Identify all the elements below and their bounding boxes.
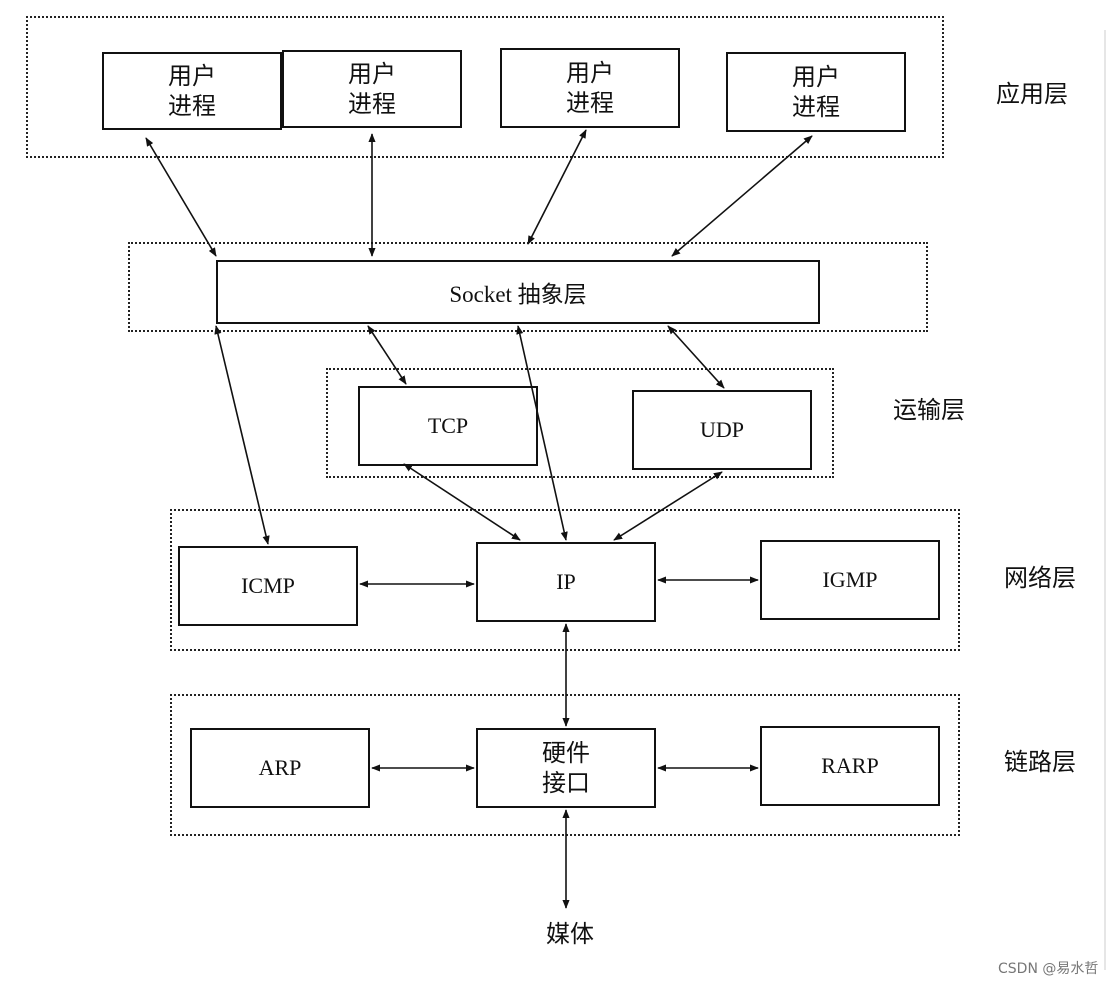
icmp-box: ICMP bbox=[178, 546, 358, 626]
arp-box: ARP bbox=[190, 728, 370, 808]
media-label: 媒体 bbox=[546, 920, 594, 948]
user-process-2: 用户 进程 bbox=[282, 50, 462, 128]
user-process-3-line1: 用户 bbox=[566, 59, 614, 87]
user-process-4: 用户 进程 bbox=[726, 52, 906, 132]
user-process-1-line1: 用户 bbox=[168, 62, 216, 90]
hardware-interface-line2: 接口 bbox=[542, 769, 590, 797]
arrow-process3-socket bbox=[527, 129, 587, 245]
user-process-3-line2: 进程 bbox=[566, 89, 614, 117]
arrow-socket-ip bbox=[516, 325, 568, 541]
application-layer-frame bbox=[26, 16, 944, 158]
rarp-box: RARP bbox=[760, 726, 940, 806]
arrow-socket-icmp bbox=[214, 325, 270, 545]
csdn-watermark: CSDN @易水哲 bbox=[998, 961, 1099, 977]
hardware-interface-line1: 硬件 bbox=[542, 739, 590, 767]
user-process-2-line2: 进程 bbox=[348, 90, 396, 118]
user-process-3: 用户 进程 bbox=[500, 48, 680, 128]
network-layer-label: 网络层 bbox=[1004, 564, 1076, 592]
transport-layer-frame bbox=[326, 368, 834, 478]
udp-box: UDP bbox=[632, 390, 812, 470]
ip-box: IP bbox=[476, 542, 656, 622]
arrow-udp-ip bbox=[613, 471, 723, 541]
application-layer-label: 应用层 bbox=[996, 80, 1068, 108]
arrow-process4-socket bbox=[671, 135, 813, 257]
socket-abstraction-box: Socket 抽象层 bbox=[216, 260, 820, 324]
arrow-socket-tcp bbox=[367, 325, 407, 385]
arrow-socket-udp bbox=[667, 325, 725, 389]
user-process-1: 用户 进程 bbox=[102, 52, 282, 130]
link-layer-label: 链路层 bbox=[1004, 748, 1076, 776]
right-edge-rule bbox=[1104, 30, 1106, 970]
arrow-process1-socket bbox=[145, 137, 217, 257]
user-process-4-line2: 进程 bbox=[792, 93, 840, 121]
igmp-box: IGMP bbox=[760, 540, 940, 620]
user-process-2-line1: 用户 bbox=[348, 60, 396, 88]
hardware-interface-box: 硬件 接口 bbox=[476, 728, 656, 808]
user-process-1-line2: 进程 bbox=[168, 92, 216, 120]
user-process-4-line1: 用户 bbox=[792, 63, 840, 91]
arrow-tcp-ip bbox=[403, 463, 521, 541]
transport-layer-label: 运输层 bbox=[893, 396, 965, 424]
